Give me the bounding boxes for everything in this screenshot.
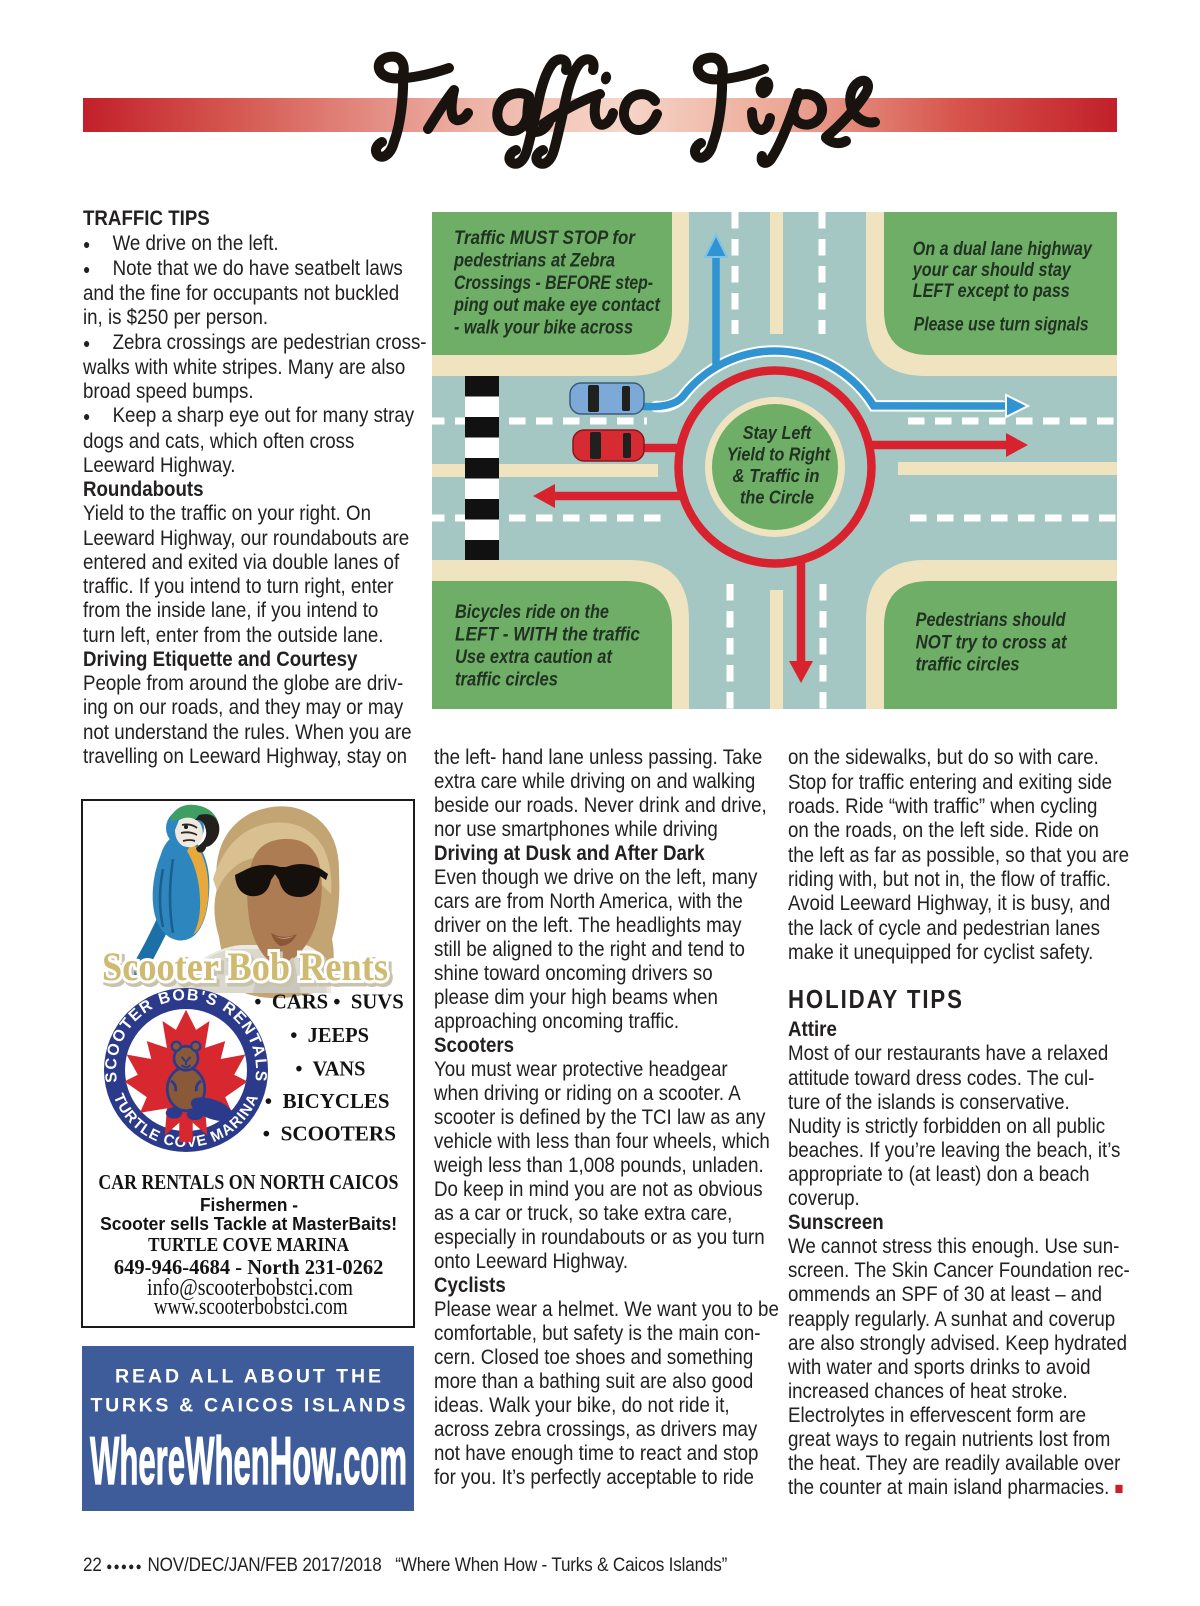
svg-text:Stay Left: Stay Left (743, 422, 812, 443)
svg-text:LEFT - WITH the traffic: LEFT - WITH the traffic (455, 623, 640, 645)
svg-text:TURTLE COVE MARINA: TURTLE COVE MARINA (148, 1235, 349, 1256)
svg-text:ping out make eye contact: ping out make eye contact (453, 294, 661, 316)
svg-text:LEFT except to pass: LEFT except to pass (913, 280, 1070, 302)
svg-text:pedestrians at Zebra: pedestrians at Zebra (453, 249, 615, 271)
svg-text:& Traffic in: & Traffic in (733, 465, 820, 486)
svg-text:Pedestrians should: Pedestrians should (916, 609, 1067, 631)
svg-text:Scooter sells Tackle at Master: Scooter sells Tackle at MasterBaits! (100, 1214, 397, 1234)
svg-text:• BICYCLES: • BICYCLES (265, 1089, 390, 1113)
svg-text:TURKS & CAICOS ISLANDS: TURKS & CAICOS ISLANDS (91, 1395, 406, 1417)
svg-text:Bicycles ride on the: Bicycles ride on the (455, 601, 609, 623)
svg-text:traffic circles: traffic circles (455, 668, 558, 690)
svg-text:Use extra caution at: Use extra caution at (455, 646, 613, 668)
svg-text:Please use turn signals: Please use turn signals (914, 313, 1089, 335)
svg-text:READ ALL ABOUT THE: READ ALL ABOUT THE (115, 1366, 381, 1388)
svg-text:Scooter Bob Rents: Scooter Bob Rents (102, 944, 388, 989)
svg-text:www.scooterbobstci.com: www.scooterbobstci.com (154, 1294, 348, 1320)
svg-text:NOT try to cross at: NOT try to cross at (916, 631, 1068, 653)
svg-text:Traffic MUST STOP for: Traffic MUST STOP for (454, 227, 636, 249)
svg-text:the Circle: the Circle (740, 486, 814, 507)
svg-text:Yield to Right: Yield to Right (727, 444, 831, 465)
svg-text:CAR RENTALS ON NORTH CAICOS: CAR RENTALS ON NORTH CAICOS (98, 1170, 398, 1194)
svg-text:• VANS: • VANS (295, 1056, 365, 1080)
svg-text:On a dual lane highway: On a dual lane highway (913, 238, 1093, 260)
svg-text:649-946-4684 - North 231-0262: 649-946-4684 - North 231-0262 (114, 1255, 384, 1279)
svg-text:• SCOOTERS: • SCOOTERS (263, 1121, 396, 1145)
svg-text:info@scooterbobstci.com: info@scooterbobstci.com (147, 1275, 353, 1301)
svg-text:Fishermen -: Fishermen - (200, 1195, 298, 1215)
svg-text:Crossings - BEFORE step-: Crossings - BEFORE step- (454, 272, 653, 294)
svg-text:Scooter Bob Rents: Scooter Bob Rents (105, 947, 391, 992)
svg-text:traffic circles: traffic circles (916, 654, 1020, 676)
svg-text:your car should stay: your car should stay (912, 259, 1072, 281)
svg-text:• CARS • SUVS: • CARS • SUVS (254, 989, 403, 1013)
svg-text:WhereWhenHow.com: WhereWhenHow.com (90, 1423, 407, 1499)
svg-text:- walk your bike across: - walk your bike across (454, 317, 633, 339)
svg-text:• JEEPS: • JEEPS (290, 1023, 369, 1047)
